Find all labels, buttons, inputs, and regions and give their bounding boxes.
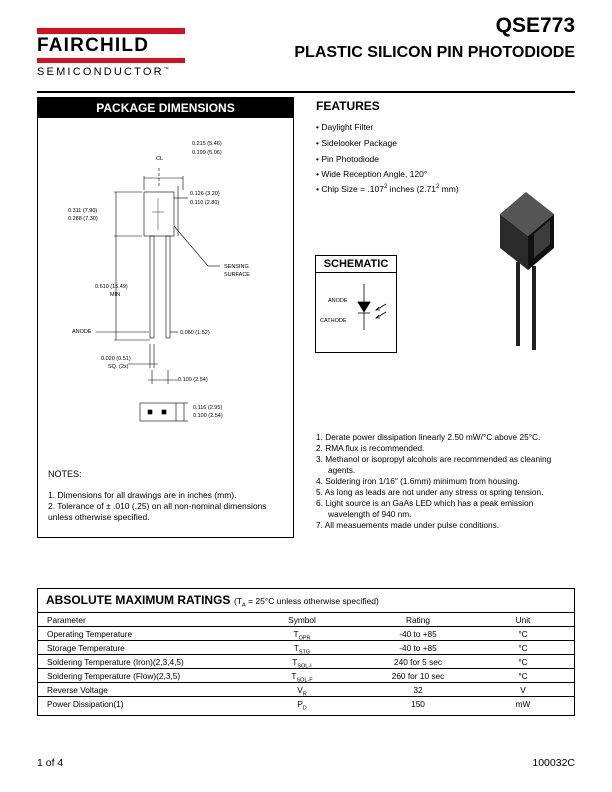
rating-note-3-cont: agents. bbox=[328, 465, 356, 475]
unit-cell: °C bbox=[518, 629, 528, 639]
table-row: Soldering Temperature (Iron)(2,3,4,5) TSO… bbox=[38, 655, 574, 670]
note-2-cont: unless otherwise specified. bbox=[48, 512, 150, 522]
table-row: Power Dissipation(1) PD 150 mW bbox=[38, 697, 574, 712]
rating-note-2: 2. RMA flux is recommended. bbox=[316, 443, 425, 453]
dim-foot-min: 0.100 (2.54) bbox=[193, 413, 223, 419]
symbol-cell: TSOL-F bbox=[291, 671, 313, 684]
page-title: PLASTIC SILICON PIN PHOTODIODE bbox=[294, 44, 575, 61]
features-heading: FEATURES bbox=[316, 99, 380, 113]
table-row: Operating Temperature TOPR -40 to +85 °C bbox=[38, 627, 574, 642]
parameter-cell: Operating Temperature bbox=[47, 629, 133, 639]
package-drawing bbox=[96, 168, 220, 422]
symbol-cell: TSTG bbox=[293, 643, 311, 656]
photodiode-symbol-icon bbox=[357, 284, 387, 330]
ratings-condition: (TA = 25°C unless otherwise specified) bbox=[234, 596, 379, 609]
dim-lead-offset: 0.060 (1.52) bbox=[180, 330, 210, 336]
schematic-anode-label: ANODE bbox=[328, 298, 348, 304]
parameter-cell: Power Dissipation(1) bbox=[47, 699, 124, 709]
parameter-cell: Soldering Temperature (Flow)(2,3,5) bbox=[47, 671, 181, 681]
column-header-rating: Rating bbox=[406, 615, 430, 625]
feature-item-chip-size: • Chip Size = .1072 inches (2.712 mm) bbox=[316, 184, 459, 194]
feature-item: • Daylight Filter bbox=[316, 122, 374, 132]
header-divider bbox=[37, 91, 575, 93]
table-row: Soldering Temperature (Flow)(2,3,5) TSOL-… bbox=[38, 669, 574, 684]
note-2: 2. Tolerance of ± .010 (.25) on all non-… bbox=[48, 501, 267, 511]
parameter-cell: Storage Temperature bbox=[47, 643, 125, 653]
dim-width-min: 0.199 (5.06) bbox=[192, 150, 222, 156]
parameter-cell: Reverse Voltage bbox=[47, 685, 108, 695]
dim-lead-length: 0.610 (15.49) bbox=[95, 284, 128, 290]
page-number: 1 of 4 bbox=[37, 757, 64, 769]
rating-note-3: 3. Methanol or isopropyl alcohols are re… bbox=[316, 454, 552, 464]
table-row: Reverse Voltage VR 32 V bbox=[38, 683, 574, 698]
table-row: Storage Temperature TSTG -40 to +85 °C bbox=[38, 641, 574, 656]
brand-subtitle: SEMICONDUCTOR™ bbox=[37, 66, 171, 78]
dim-lead-square: 0.020 (0.51) bbox=[101, 356, 131, 362]
part-number: QSE773 bbox=[495, 14, 575, 37]
dim-width-max: 0.215 (5.46) bbox=[192, 141, 222, 147]
ratings-header: ABSOLUTE MAXIMUM RATINGS (TA = 25°C unle… bbox=[38, 589, 574, 613]
unit-cell: °C bbox=[518, 643, 528, 653]
rating-cell: -40 to +85 bbox=[399, 643, 437, 653]
notes-heading: NOTES: bbox=[48, 469, 82, 479]
rating-cell: 260 for 10 sec bbox=[391, 671, 445, 681]
table-header-row: Parameter Symbol Rating Unit bbox=[38, 613, 574, 627]
column-header-symbol: Symbol bbox=[288, 615, 316, 625]
dim-lead-length-min: MIN bbox=[110, 292, 121, 298]
feature-item: • Wide Reception Angle, 120° bbox=[316, 169, 428, 179]
symbol-cell: PD bbox=[297, 699, 307, 712]
rating-note-6: 6. Light source is an GaAs LED which has… bbox=[316, 498, 534, 508]
column-header-unit: Unit bbox=[515, 615, 531, 625]
feature-item: • Pin Photodiode bbox=[316, 154, 379, 164]
schematic-panel: SCHEMATIC ANODE CATHODE bbox=[315, 255, 397, 353]
document-number: 100032C bbox=[532, 757, 575, 769]
dim-lead-pitch: 0.100 (2.54) bbox=[178, 377, 208, 383]
brand-logo: FAIRCHILD bbox=[37, 35, 150, 56]
dim-height-min: 0.288 (7.30) bbox=[68, 216, 98, 222]
rating-note-7: 7. All measuements made under pulse cond… bbox=[316, 520, 500, 530]
unit-cell: °C bbox=[518, 657, 528, 667]
product-image bbox=[500, 192, 554, 350]
rating-note-4: 4. Soldering iron 1/16" (1.6mm) minimum … bbox=[316, 476, 520, 486]
column-header-parameter: Parameter bbox=[47, 615, 86, 625]
absolute-max-ratings-table: ABSOLUTE MAXIMUM RATINGS (TA = 25°C unle… bbox=[37, 588, 575, 716]
symbol-cell: TSOL-I bbox=[292, 657, 312, 670]
rating-note-1: 1. Derate power dissipation linearly 2.5… bbox=[316, 432, 541, 442]
symbol-cell: TOPR bbox=[293, 629, 311, 642]
rating-cell: -40 to +85 bbox=[399, 629, 437, 639]
ratings-title: ABSOLUTE MAXIMUM RATINGS bbox=[46, 593, 231, 607]
rating-cell: 240 for 5 sec bbox=[394, 657, 442, 667]
dim-body-width-min: 0.110 (2.80) bbox=[190, 200, 220, 206]
sensing-surface-label-2: SURFACE bbox=[224, 272, 250, 278]
rating-cell: 150 bbox=[411, 699, 425, 709]
parameter-cell: Soldering Temperature (Iron)(2,3,4,5) bbox=[47, 657, 184, 667]
schematic-title: SCHEMATIC bbox=[316, 256, 396, 273]
anode-label: ANODE bbox=[72, 329, 92, 335]
symbol-cell: VR bbox=[297, 685, 307, 698]
dim-lead-square-count: SQ. (2x) bbox=[108, 364, 129, 370]
dim-foot-max: 0.116 (2.95) bbox=[193, 405, 223, 411]
schematic-cathode-label: CATHODE bbox=[320, 318, 347, 324]
rating-note-5: 5. As long as leads are not under any st… bbox=[316, 487, 544, 497]
rating-note-6-cont: wavelength of 940 nm. bbox=[328, 509, 412, 519]
dim-body-width-max: 0.126 (3.20) bbox=[190, 191, 220, 197]
note-1: 1. Dimensions for all drawings are in in… bbox=[48, 490, 237, 500]
dim-height-max: 0.311 (7.90) bbox=[68, 208, 98, 214]
feature-item: • Sidelooker Package bbox=[316, 138, 397, 148]
unit-cell: V bbox=[520, 685, 526, 695]
rating-cell: 32 bbox=[413, 685, 423, 695]
logo-bar-bottom bbox=[37, 58, 185, 63]
dim-centerline: CL bbox=[156, 156, 164, 162]
logo-bar-top bbox=[37, 28, 185, 34]
unit-cell: mW bbox=[515, 699, 531, 709]
sensing-surface-label-1: SENSING bbox=[224, 264, 249, 270]
package-dimensions-panel: PACKAGE DIMENSIONS bbox=[37, 97, 294, 538]
package-dimensions-title: PACKAGE DIMENSIONS bbox=[38, 98, 293, 118]
unit-cell: °C bbox=[518, 671, 528, 681]
